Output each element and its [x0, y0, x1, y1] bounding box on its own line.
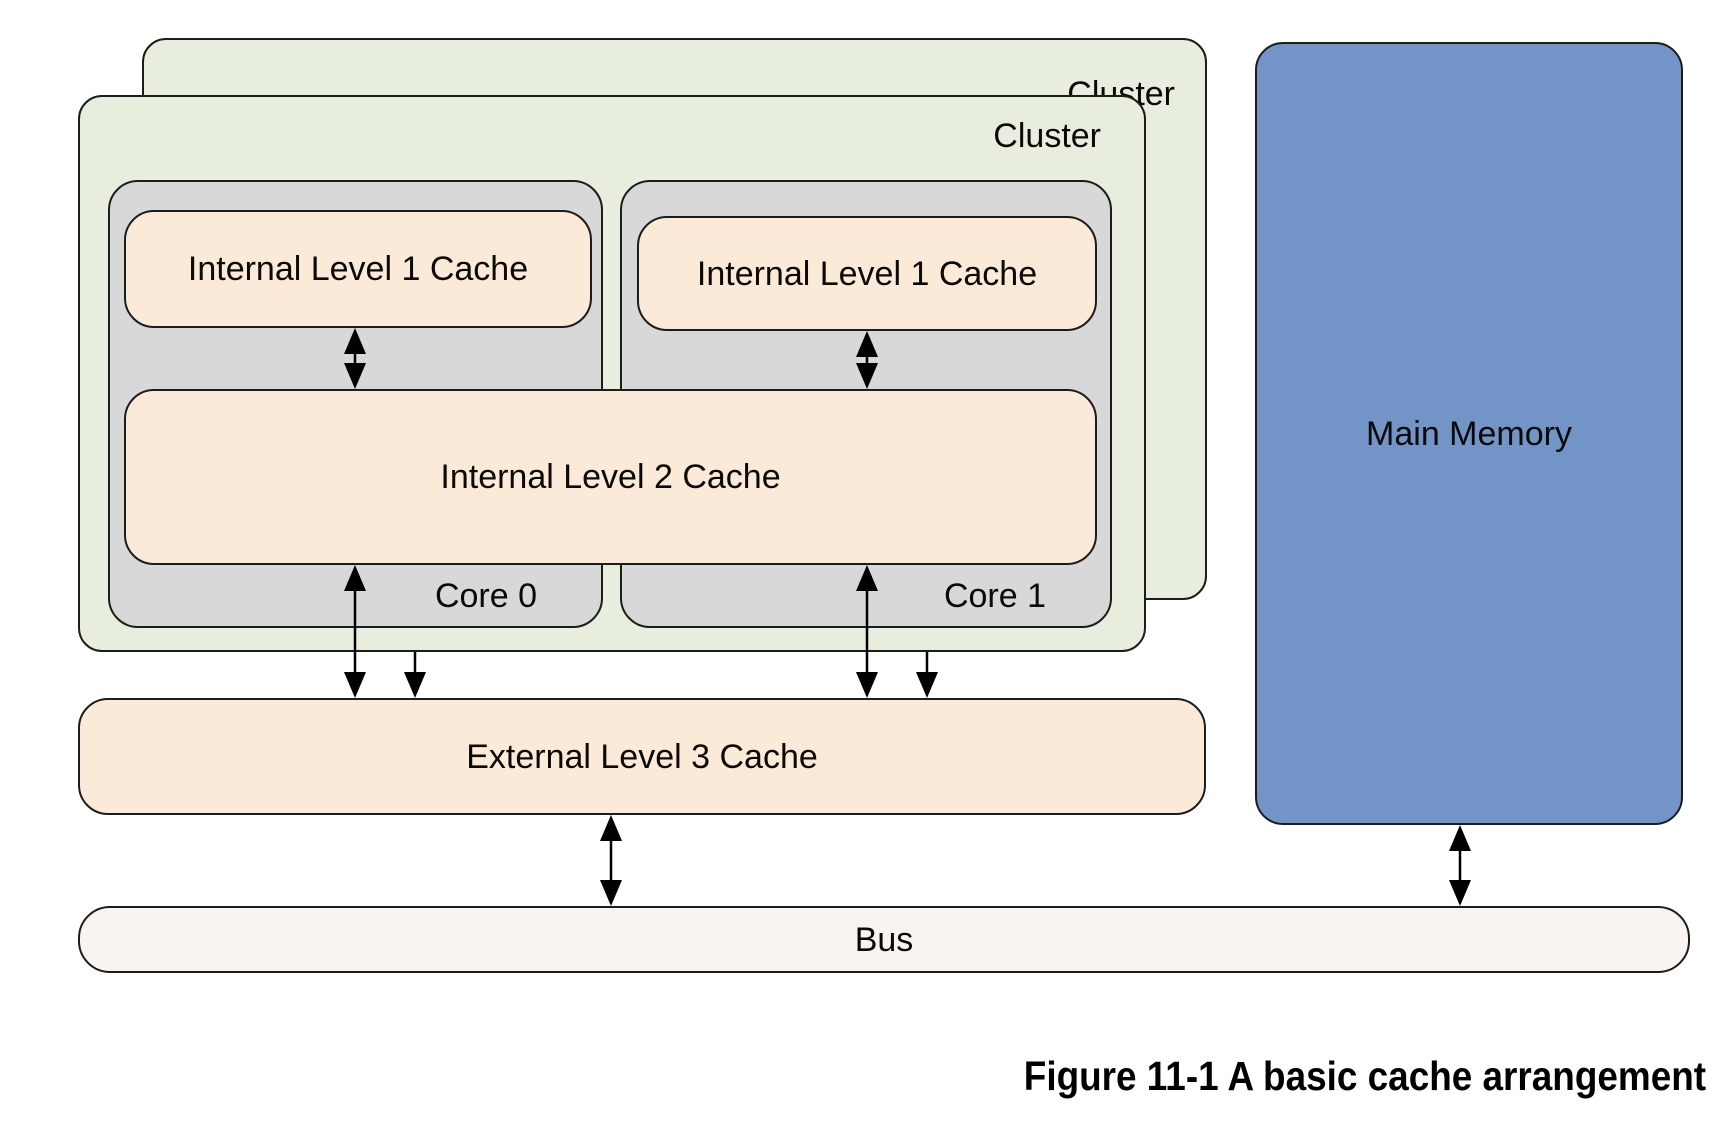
bus-label: Bus: [854, 920, 914, 959]
arrow-l3-bus: [600, 815, 622, 906]
cluster-front-box: Cluster Core 0 Core 1 Internal Level 1 C…: [78, 95, 1146, 652]
main-memory-label: Main Memory: [1366, 414, 1572, 453]
l3-cache-box: External Level 3 Cache: [78, 698, 1206, 815]
arrow-cluster-l3-core1: [916, 652, 938, 698]
figure-caption: Figure 11-1 A basic cache arrangement: [1023, 1053, 1706, 1099]
arrow-mainmemory-bus: [1449, 825, 1471, 906]
core-0-label: Core 0: [434, 577, 537, 615]
core-1-label: Core 1: [943, 577, 1046, 615]
arrow-cluster-l3-core0: [404, 652, 426, 698]
bus-box: Bus: [78, 906, 1690, 973]
l3-cache-label: External Level 3 Cache: [466, 737, 818, 776]
l1-cache-core1-box: Internal Level 1 Cache: [637, 216, 1097, 331]
l2-cache-box: Internal Level 2 Cache: [124, 389, 1097, 565]
l1-cache-core1-label: Internal Level 1 Cache: [696, 254, 1038, 293]
l1-cache-core0-label: Internal Level 1 Cache: [187, 250, 529, 288]
l2-cache-label: Internal Level 2 Cache: [440, 458, 781, 496]
cluster-front-label: Cluster: [993, 117, 1101, 155]
main-memory-box: Main Memory: [1255, 42, 1683, 825]
l1-cache-core0-box: Internal Level 1 Cache: [124, 210, 592, 328]
